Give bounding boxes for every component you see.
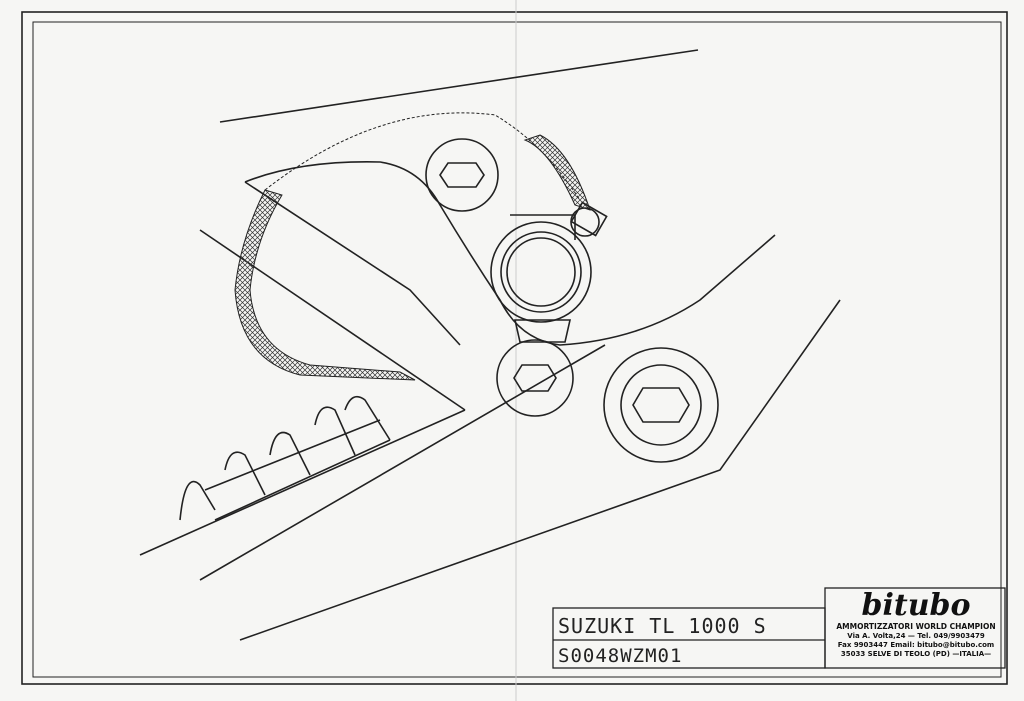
city-line: 35033 SELVE DI TEOLO (PD) —ITALIA— xyxy=(840,650,992,658)
contact-line: Fax 9903447 Email: bitubo@bitubo.com xyxy=(837,641,995,649)
part-code: S0048WZM01 xyxy=(558,645,683,667)
frame-upper-line xyxy=(219,49,699,123)
brand-tagline: AMMORTIZZATORI WORLD CHAMPION xyxy=(836,622,996,631)
bitubo-logo: bitubo AMMORTIZZATORI WORLD CHAMPION Via… xyxy=(828,590,1004,668)
brand-name: bitubo xyxy=(861,588,971,623)
middle-bolt xyxy=(496,339,574,417)
spring-coils xyxy=(179,395,391,521)
clamp-assembly xyxy=(490,201,608,343)
swingarm-lines xyxy=(199,299,841,641)
mount-plate-outline xyxy=(244,161,776,346)
inner-border xyxy=(32,21,1002,678)
model-name: SUZUKI TL 1000 S xyxy=(558,614,767,638)
brake-hose-hatched xyxy=(234,189,416,381)
shock-body-lower xyxy=(139,409,466,556)
mount-plate-lower xyxy=(244,181,461,346)
logo-box xyxy=(824,587,1006,669)
address-line: Via A. Volta,24 — Tel. 049/9903479 xyxy=(847,632,985,640)
brake-hose-dashed xyxy=(264,112,581,201)
shock-body-upper xyxy=(199,229,466,411)
upper-bolt xyxy=(425,138,499,212)
outer-border xyxy=(21,11,1008,685)
lower-bolt xyxy=(603,347,719,463)
hose-segment-hatched xyxy=(523,134,591,211)
